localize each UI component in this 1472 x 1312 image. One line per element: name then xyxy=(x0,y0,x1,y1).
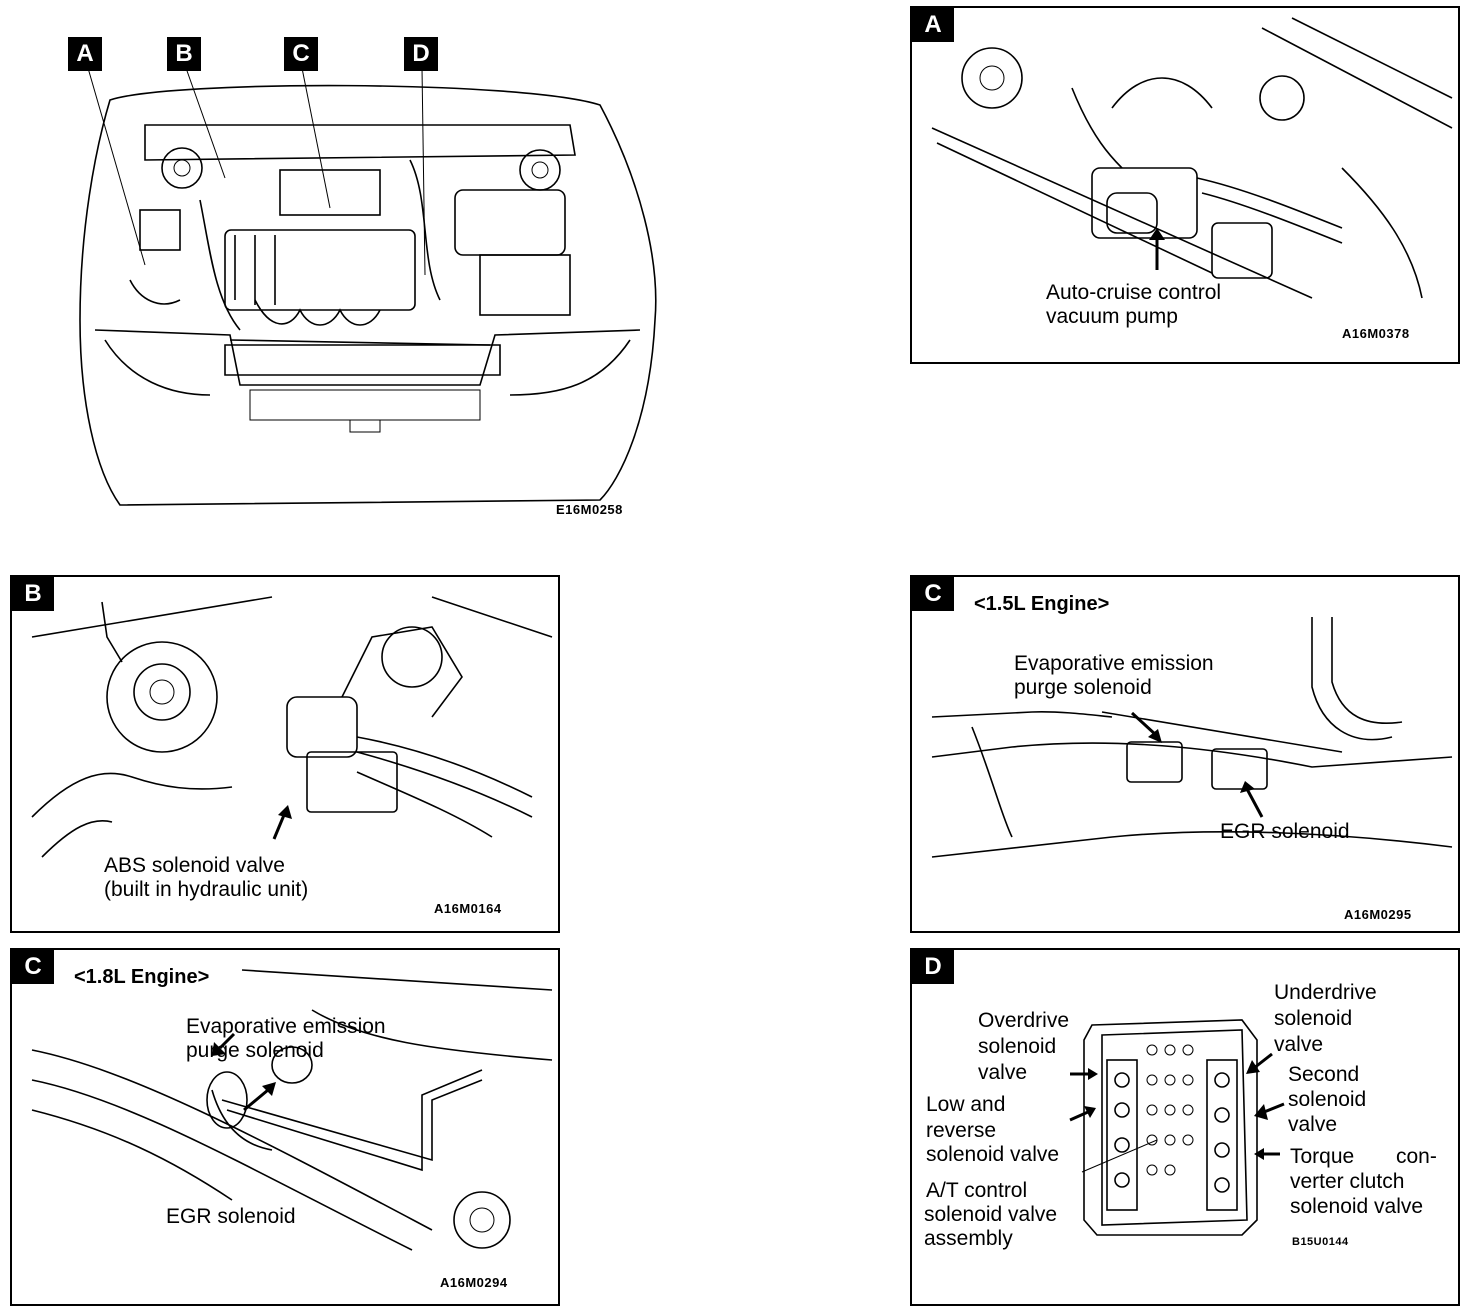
panel-c18-engine-header: <1.8L Engine> xyxy=(74,966,210,988)
location-tag-c: C xyxy=(284,37,318,71)
panel-c15-figure-code: A16M0295 xyxy=(1344,907,1412,922)
abs-label-line-1: ABS solenoid valve xyxy=(104,854,285,877)
panel-c-1-8l-engine: C <1.8L Engine> Evaporative emission pur… xyxy=(10,948,560,1306)
at-control-label-line-2: solenoid valve xyxy=(924,1203,1058,1226)
egr-solenoid-label-1-5l: EGR solenoid xyxy=(1220,820,1350,843)
panel-c-1-5l-engine: C <1.5L Engine> Evaporative emission pur… xyxy=(910,575,1460,933)
panel-d-figure-code: B15U0144 xyxy=(1292,1236,1349,1248)
evap-purge-label-1-5l-line-1: Evaporative emission xyxy=(1014,652,1214,675)
torque-label-line-3: solenoid valve xyxy=(1290,1195,1424,1218)
panel-a-badge: A xyxy=(912,8,954,42)
second-label-line-2: solenoid xyxy=(1288,1088,1367,1111)
egr-evap-1-5l-illustration xyxy=(931,617,1453,858)
overview-figure-code: E16M0258 xyxy=(556,502,623,517)
low-reverse-label-line-3: solenoid valve xyxy=(926,1143,1060,1166)
panel-d-badge: D xyxy=(912,950,954,984)
panel-b-figure-code: A16M0164 xyxy=(434,901,502,916)
abs-label-line-2: (built in hydraulic unit) xyxy=(104,878,309,901)
egr-solenoid-label-1-8l: EGR solenoid xyxy=(166,1205,296,1228)
engine-bay-illustration xyxy=(79,67,657,506)
panel-a-figure-code: A16M0378 xyxy=(1342,326,1410,341)
second-label-line-3: valve xyxy=(1288,1113,1338,1136)
at-control-label-line-1: A/T control xyxy=(926,1179,1028,1202)
evap-purge-label-1-8l-line-1: Evaporative emission xyxy=(186,1015,386,1038)
evap-purge-label-1-8l-line-2: purge solenoid xyxy=(186,1039,324,1062)
overdrive-label-line-2: solenoid xyxy=(978,1035,1057,1058)
vacuum-pump-label-line-2: vacuum pump xyxy=(1046,305,1178,328)
vacuum-pump-label-line-1: Auto-cruise control xyxy=(1046,281,1222,304)
panel-d-at-solenoids: D Overdrive solenoid valve Underdrive so… xyxy=(910,948,1460,1306)
egr-evap-1-8l-illustration xyxy=(31,969,553,1251)
torque-label-line-1: Torque xyxy=(1290,1145,1355,1168)
abs-hydraulic-unit-illustration xyxy=(31,596,553,858)
panel-a-auto-cruise: A Auto-cruise control vacuum pump A16M03… xyxy=(910,6,1460,364)
panel-c18-figure-code: A16M0294 xyxy=(440,1275,508,1290)
second-label-line-1: Second xyxy=(1288,1063,1360,1086)
location-tag-d: D xyxy=(404,37,438,71)
evap-purge-label-1-5l-line-2: purge solenoid xyxy=(1014,676,1152,699)
panel-c15-badge: C xyxy=(912,577,954,611)
valve-body-illustration xyxy=(1069,1019,1285,1236)
panel-b-abs: B ABS solenoid valve (built in hydraulic… xyxy=(10,575,560,933)
low-reverse-label-line-1: Low and xyxy=(926,1093,1006,1116)
torque-label-line-1b: con- xyxy=(1396,1145,1437,1168)
location-tag-b: B xyxy=(167,37,201,71)
overdrive-label-line-3: valve xyxy=(978,1061,1028,1084)
low-reverse-label-line-2: reverse xyxy=(926,1119,997,1142)
panel-b-badge: B xyxy=(12,577,54,611)
vacuum-pump-illustration xyxy=(931,17,1453,299)
panel-c15-engine-header: <1.5L Engine> xyxy=(974,593,1110,615)
location-tag-a: A xyxy=(68,37,102,71)
underdrive-label-line-1: Underdrive xyxy=(1274,981,1377,1004)
at-control-label-line-3: assembly xyxy=(924,1227,1013,1250)
overdrive-label-line-1: Overdrive xyxy=(978,1009,1070,1032)
torque-label-line-2: verter clutch xyxy=(1290,1170,1405,1193)
underdrive-label-line-2: solenoid xyxy=(1274,1007,1353,1030)
underdrive-label-line-3: valve xyxy=(1274,1033,1324,1056)
panel-c18-badge: C xyxy=(12,950,54,984)
